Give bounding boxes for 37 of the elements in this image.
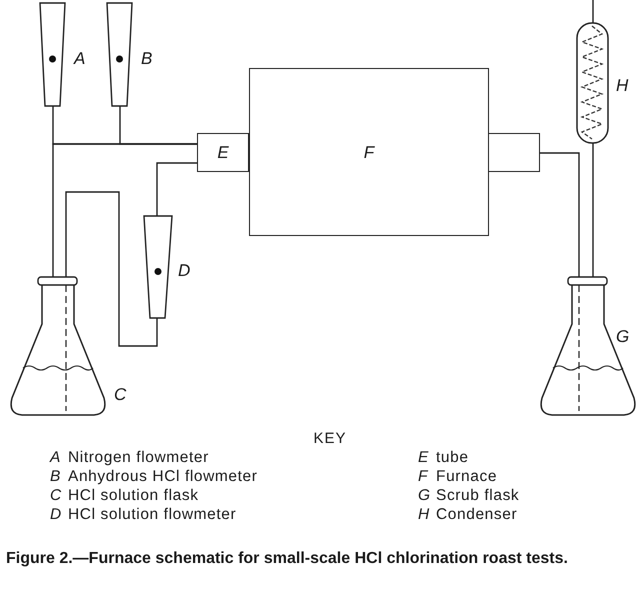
tube-box: [197, 133, 249, 172]
part-letter: C: [114, 386, 126, 403]
tubing-line: [65, 191, 158, 347]
tube-box: [249, 68, 489, 236]
part-letter: B: [141, 50, 152, 67]
key-letter: B: [49, 468, 62, 486]
tubing-line: [592, 0, 594, 23]
key-heading: KEY: [312, 430, 348, 447]
tube-box: [488, 133, 540, 172]
key-letter: C: [49, 487, 63, 505]
key-description: Anhydrous HCl flowmeter: [68, 468, 259, 486]
tubing-line: [156, 162, 197, 216]
part-letter: G: [616, 328, 630, 345]
part-letter: D: [178, 262, 190, 279]
key-letter: D: [49, 506, 63, 524]
key-letter: F: [417, 468, 430, 486]
flask-drawing: [538, 276, 638, 417]
part-letter: F: [364, 144, 374, 160]
key-letter: G: [417, 487, 432, 505]
key-description: HCl solution flask: [68, 487, 200, 505]
key-description: Nitrogen flowmeter: [68, 449, 210, 467]
key-letter: A: [48, 449, 62, 467]
condenser-drawing: [576, 22, 630, 145]
key-description: HCl solution flowmeter: [68, 506, 238, 524]
part-letter: E: [217, 144, 229, 161]
part-letter: H: [616, 77, 628, 94]
key-letter: E: [417, 449, 430, 467]
tubing-line: [592, 143, 594, 277]
key-description: Scrub flask: [436, 487, 520, 505]
key-description: Furnace: [436, 468, 498, 486]
key-description: Condenser: [436, 506, 518, 524]
part-letter: A: [74, 50, 86, 67]
key-description: tube: [436, 449, 470, 467]
tubing-line: [540, 152, 580, 277]
figure-caption: Figure 2.—Furnace schematic for small-scale HCl chlorination roast tests.: [6, 549, 569, 569]
tubing-line: [52, 143, 197, 277]
key-letter: H: [417, 506, 431, 524]
